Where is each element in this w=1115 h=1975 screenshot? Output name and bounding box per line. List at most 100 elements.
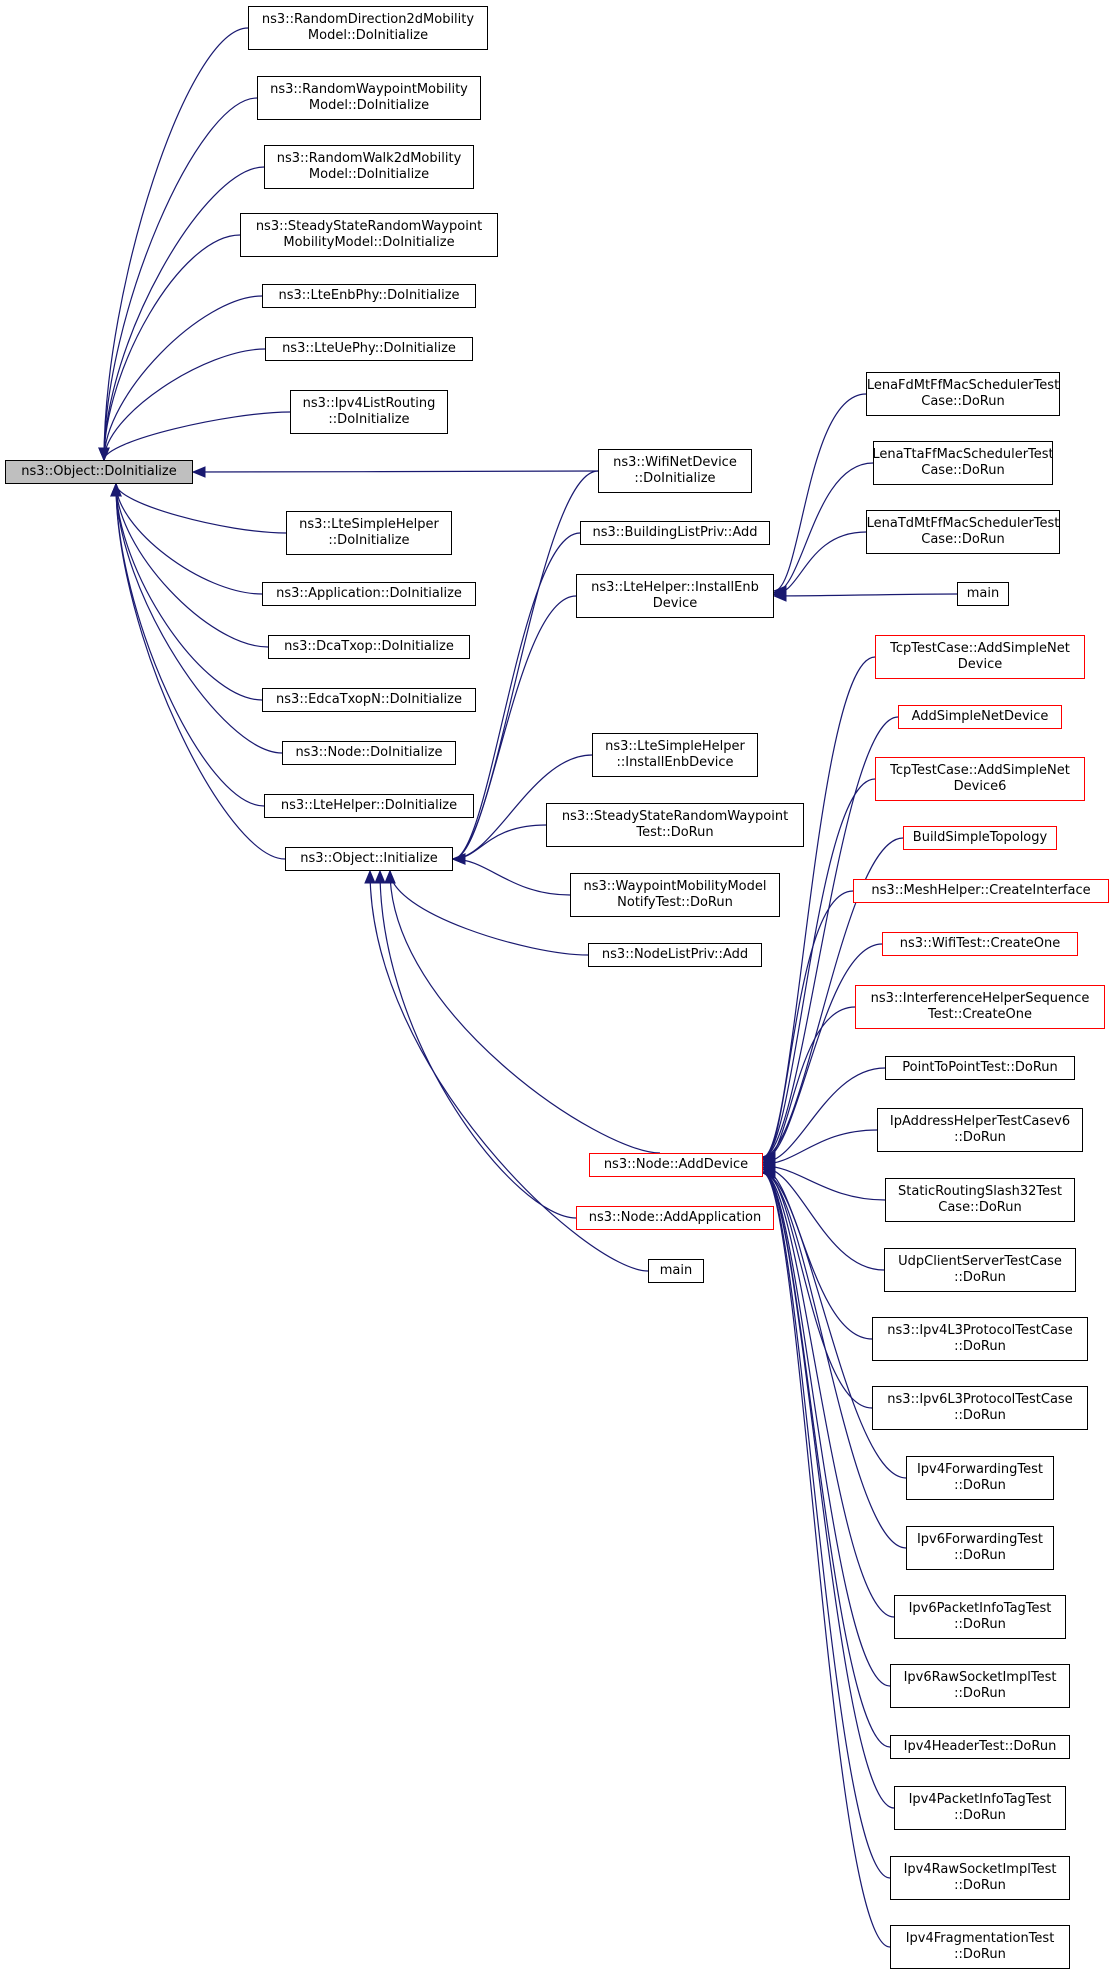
edge-edca-to-root (115, 483, 263, 701)
graph-node-addapp[interactable]: ns3::Node::AddApplication (576, 1206, 774, 1230)
edge-ipv6pit-to-adddev (762, 1172, 895, 1618)
graph-node-wifind[interactable]: ns3::WifiNetDevice::DoInitialize (598, 449, 752, 493)
arrowhead-ipv4lr-to-root (98, 447, 110, 462)
graph-node-label: Device6 (953, 779, 1007, 794)
graph-node-label: ns3::LteEnbPhy::DoInitialize (278, 288, 460, 303)
edge-addapp-to-objinit (379, 870, 577, 1219)
graph-node-ipv6raw[interactable]: Ipv6RawSocketImplTest::DoRun (890, 1664, 1070, 1708)
graph-node-ipv4lr[interactable]: ns3::Ipv4ListRouting::DoInitialize (290, 390, 448, 434)
edge-rd2d-to-root (103, 27, 249, 461)
graph-node-ipv6l3[interactable]: ns3::Ipv6L3ProtocolTestCase::DoRun (872, 1386, 1088, 1430)
graph-node-label: IpAddressHelperTestCasev6 (889, 1114, 1071, 1129)
graph-node-wifitest[interactable]: ns3::WifiTest::CreateOne (882, 932, 1078, 956)
edge-app-to-root (115, 483, 263, 595)
arrowhead-main2-to-lteinst (772, 590, 787, 602)
graph-node-blp[interactable]: ns3::BuildingListPriv::Add (580, 521, 770, 545)
graph-node-app[interactable]: ns3::Application::DoInitialize (262, 582, 476, 606)
graph-node-main2[interactable]: main (957, 582, 1009, 606)
graph-node-ipv6pit[interactable]: Ipv6PacketInfoTagTest::DoRun (894, 1595, 1066, 1639)
graph-node-label: TcpTestCase::AddSimpleNet (890, 763, 1070, 778)
graph-node-root[interactable]: ns3::Object::DoInitialize (5, 460, 193, 484)
graph-node-ipv6fwd[interactable]: Ipv6ForwardingTest::DoRun (906, 1526, 1054, 1570)
graph-node-mesh[interactable]: ns3::MeshHelper::CreateInterface (853, 879, 1109, 903)
graph-node-ltehdi[interactable]: ns3::LteHelper::DoInitialize (264, 794, 474, 818)
graph-node-ipv4pit[interactable]: Ipv4PacketInfoTagTest::DoRun (894, 1786, 1066, 1830)
graph-node-label: ns3::LteHelper::InstallEnb (591, 580, 759, 595)
graph-node-label: Model::DoInitialize (308, 98, 430, 113)
graph-node-label: ns3::InterferenceHelperSequence (870, 991, 1090, 1006)
edge-adddev-to-objinit (389, 870, 661, 1154)
graph-node-nlp[interactable]: ns3::NodeListPriv::Add (588, 943, 762, 967)
graph-node-adddev[interactable]: ns3::Node::AddDevice (589, 1153, 763, 1177)
graph-node-label: Ipv4RawSocketImplTest (903, 1862, 1057, 1877)
arrowhead-addapp-to-objinit (374, 869, 386, 884)
graph-node-label: BuildSimpleTopology (912, 830, 1048, 845)
graph-node-p2p[interactable]: PointToPointTest::DoRun (885, 1056, 1075, 1080)
graph-node-udpcs[interactable]: UdpClientServerTestCase::DoRun (884, 1248, 1076, 1292)
graph-node-label: ::DoRun (954, 1130, 1006, 1145)
graph-node-addsnd[interactable]: AddSimpleNetDevice (898, 705, 1062, 729)
edge-ipv4pit-to-adddev (762, 1172, 895, 1809)
edge-lteinst-to-objinit (452, 595, 577, 860)
edge-tcpadd-to-adddev (762, 656, 876, 1158)
edge-ipv4frag-to-adddev (762, 1172, 891, 1948)
graph-node-ltesinst[interactable]: ns3::LteSimpleHelper::InstallEnbDevice (592, 733, 758, 777)
graph-node-label: Case::DoRun (921, 532, 1005, 547)
graph-node-label: ns3::LteHelper::DoInitialize (280, 798, 458, 813)
graph-node-objinit[interactable]: ns3::Object::Initialize (285, 847, 453, 871)
edge-udpcs-to-adddev (762, 1167, 885, 1271)
graph-node-label: Ipv6RawSocketImplTest (903, 1670, 1057, 1685)
graph-node-label: ns3::Ipv4ListRouting (302, 396, 436, 411)
graph-node-label: ns3::Ipv6L3ProtocolTestCase (887, 1392, 1073, 1407)
graph-node-label: ns3::Application::DoInitialize (276, 586, 462, 601)
graph-node-label: Case::DoRun (921, 463, 1005, 478)
graph-node-label: StaticRoutingSlash32Test (898, 1184, 1062, 1199)
arrowhead-wmmn-to-objinit (451, 853, 466, 865)
edge-ipv4lr-to-root (103, 411, 291, 461)
graph-node-nodedi[interactable]: ns3::Node::DoInitialize (282, 741, 456, 765)
graph-node-lteuephy[interactable]: ns3::LteUePhy::DoInitialize (265, 337, 473, 361)
graph-node-ipv4hdr[interactable]: Ipv4HeaderTest::DoRun (890, 1735, 1070, 1759)
edge-bst-to-adddev (762, 837, 904, 1158)
graph-node-main1[interactable]: main (648, 1259, 704, 1283)
graph-node-label: ns3::WaypointMobilityModel (583, 879, 767, 894)
graph-node-label: Test::CreateOne (927, 1007, 1033, 1022)
graph-node-ipah6[interactable]: IpAddressHelperTestCasev6::DoRun (877, 1108, 1083, 1152)
edge-wifind-to-root (192, 470, 599, 473)
graph-node-label: Case::DoRun (921, 394, 1005, 409)
graph-node-label: ns3::EdcaTxopN::DoInitialize (276, 692, 462, 707)
graph-node-ipv4frag[interactable]: Ipv4FragmentationTest::DoRun (890, 1925, 1070, 1969)
graph-node-label: TcpTestCase::AddSimpleNet (890, 641, 1070, 656)
graph-node-ltesh[interactable]: ns3::LteSimpleHelper::DoInitialize (286, 511, 452, 555)
edge-wifitest-to-adddev (762, 943, 883, 1161)
graph-node-label: LenaTdMtFfMacSchedulerTest (866, 516, 1060, 531)
graph-node-ipv4fwd[interactable]: Ipv4ForwardingTest::DoRun (906, 1456, 1054, 1500)
graph-node-label: ns3::Node::AddApplication (588, 1210, 762, 1225)
graph-node-lteenbphy[interactable]: ns3::LteEnbPhy::DoInitialize (262, 284, 476, 308)
graph-node-bst[interactable]: BuildSimpleTopology (903, 826, 1057, 850)
edge-nlp-to-objinit (389, 870, 589, 956)
graph-node-edca[interactable]: ns3::EdcaTxopN::DoInitialize (262, 688, 476, 712)
graph-node-label: ns3::LteSimpleHelper (299, 517, 439, 532)
graph-node-label: ns3::LteSimpleHelper (605, 739, 745, 754)
graph-node-ipv4l3[interactable]: ns3::Ipv4L3ProtocolTestCase::DoRun (872, 1317, 1088, 1361)
graph-node-ipv4raw[interactable]: Ipv4RawSocketImplTest::DoRun (890, 1856, 1070, 1900)
graph-node-dca[interactable]: ns3::DcaTxop::DoInitialize (268, 635, 470, 659)
edge-main2-to-lteinst (773, 593, 958, 597)
graph-node-label: Ipv4ForwardingTest (916, 1462, 1044, 1477)
